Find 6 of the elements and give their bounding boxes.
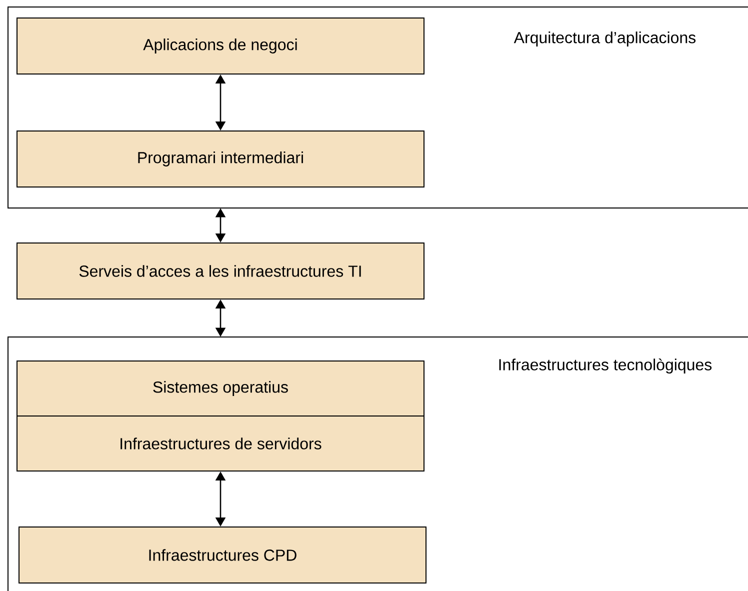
layer-box: Infraestructures CPD: [18, 526, 426, 584]
layer-box: Infraestructures de servidors: [16, 416, 424, 472]
layer-box: Serveis d’acces a les infraestructures TI: [16, 242, 424, 300]
layer-box: Programari intermediari: [16, 130, 424, 188]
layer-box: Sistemes operatius: [16, 360, 424, 416]
layer-box: Aplicacions de negoci: [16, 18, 424, 74]
